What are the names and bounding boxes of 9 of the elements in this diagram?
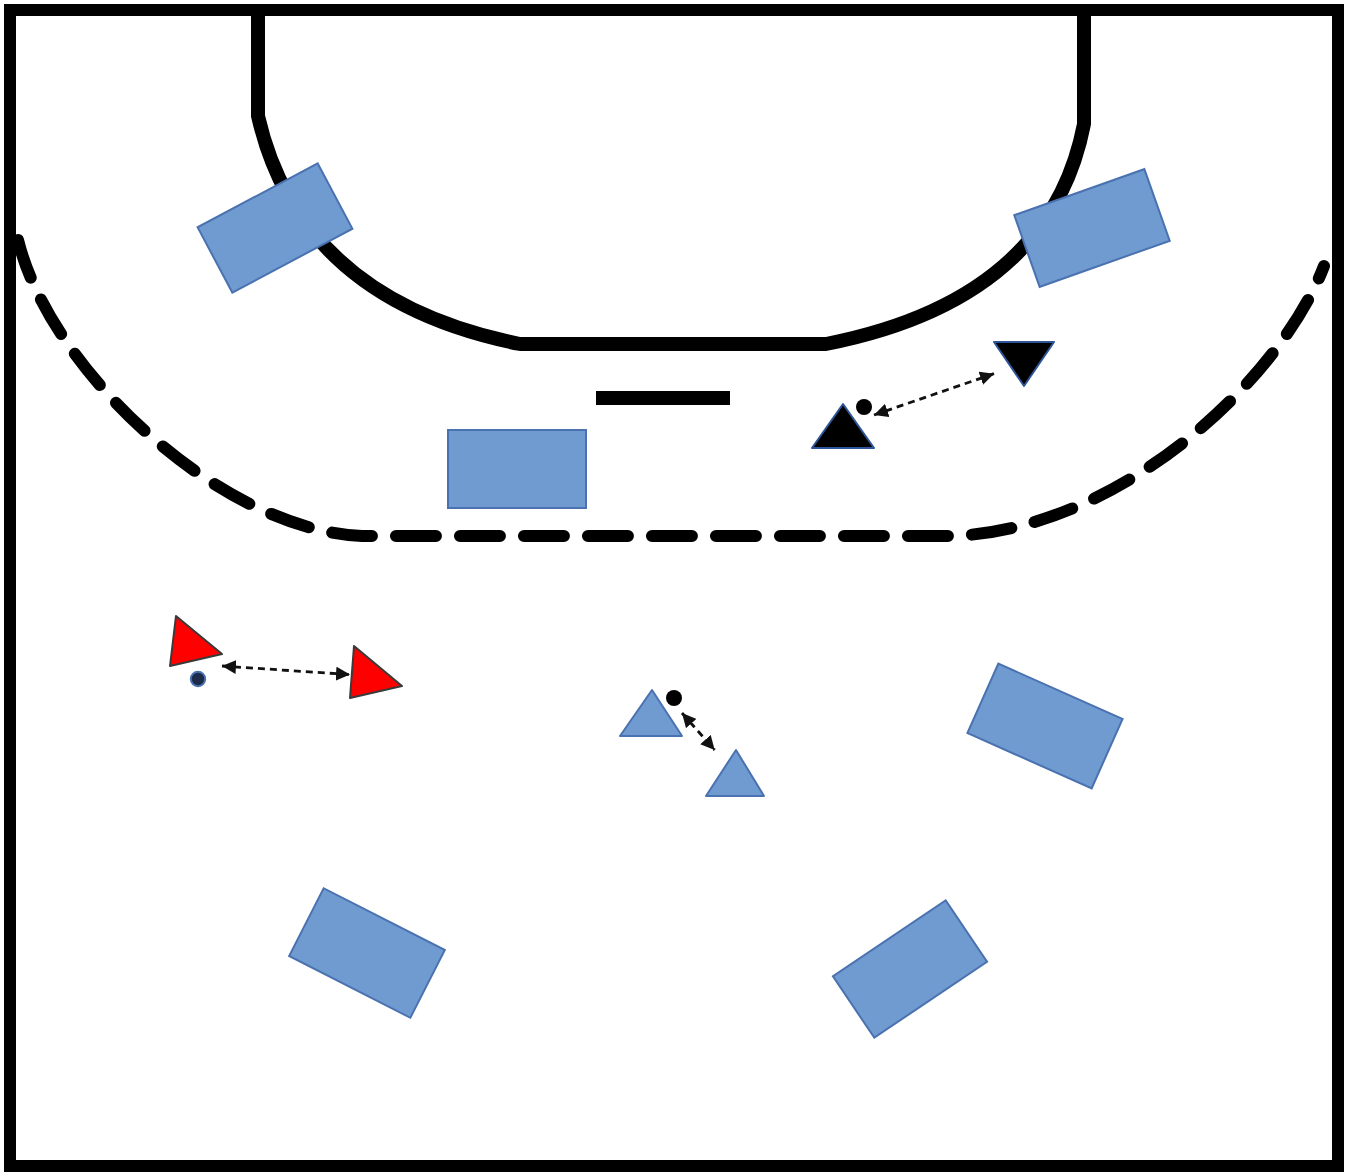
player-triangle (994, 342, 1054, 386)
pass-arrow (221, 659, 351, 681)
player-triangle (620, 690, 682, 736)
pass-arrow (680, 712, 716, 751)
pass-arrow (873, 371, 995, 418)
player-triangle (812, 404, 874, 448)
player-triangle (350, 646, 402, 698)
player-triangle (170, 616, 222, 666)
player-triangle (706, 750, 764, 796)
